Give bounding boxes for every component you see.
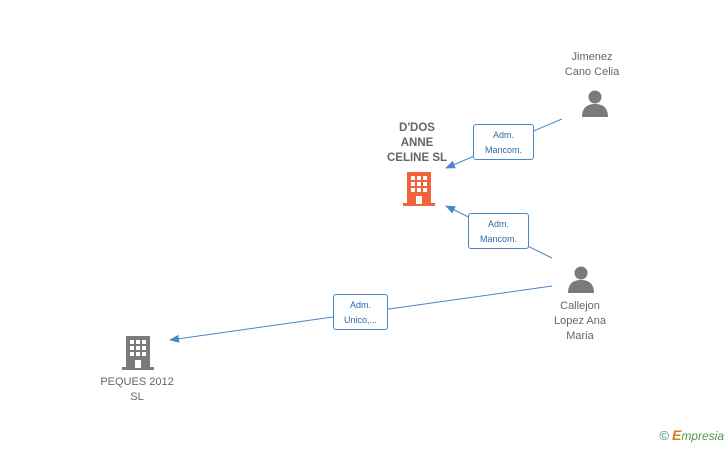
brand-logo-text: mpresia: [681, 429, 724, 443]
main-company-label[interactable]: D'DOS ANNE CELINE SL: [386, 122, 448, 164]
empresia-watermark: ©Empresia: [659, 427, 724, 443]
building-icon[interactable]: [122, 335, 154, 371]
person-1-label[interactable]: Jimenez Cano Celia: [564, 51, 620, 78]
brand-logo-initial: E: [671, 427, 682, 443]
edge-label-person2-main[interactable]: Adm. Mancom.: [468, 213, 529, 249]
person-icon[interactable]: [580, 88, 610, 118]
company-2-label[interactable]: PEQUES 2012 SL: [100, 376, 174, 403]
edge-label-person2-company2[interactable]: Adm. Unico,...: [333, 294, 388, 330]
person-2-label[interactable]: Callejon Lopez Ana Maria: [554, 300, 606, 342]
building-icon-main[interactable]: [403, 171, 435, 207]
edge-label-person1-main[interactable]: Adm. Mancom.: [473, 124, 534, 160]
copyright-icon: ©: [659, 428, 669, 443]
person-icon[interactable]: [566, 264, 596, 294]
